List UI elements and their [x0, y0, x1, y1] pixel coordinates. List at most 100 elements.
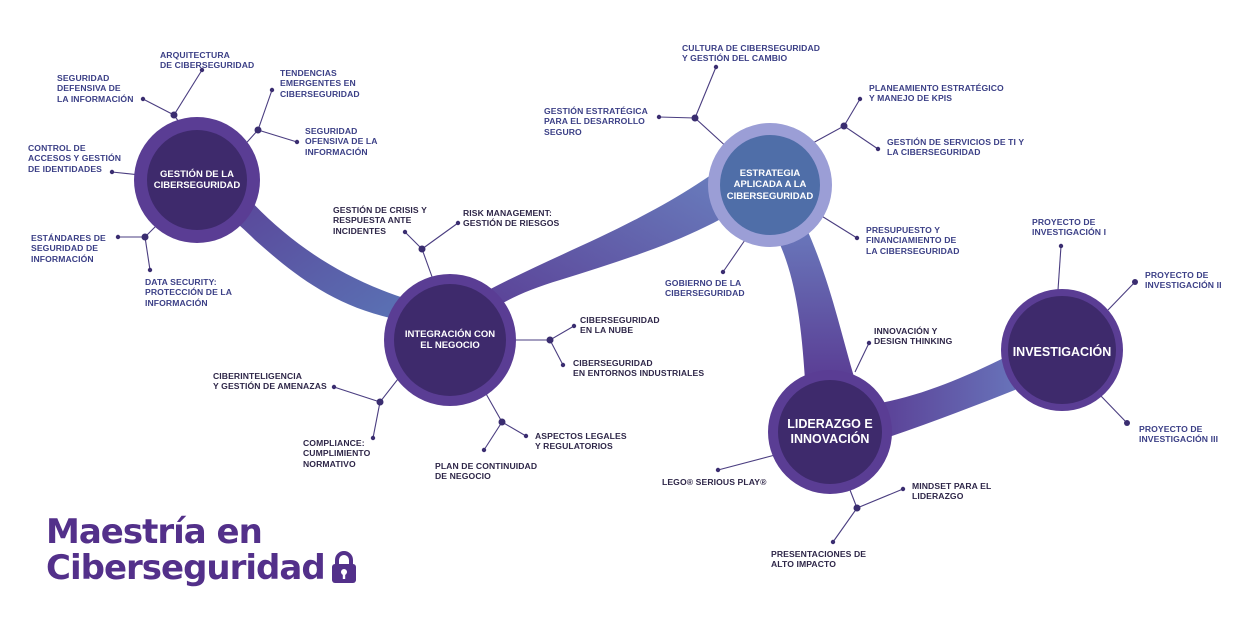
hub-investigacion-shape [1001, 289, 1123, 411]
link-presentaciones [832, 507, 858, 543]
topic-aspectos-legales: ASPECTOS LEGALES Y REGULATORIOS [535, 431, 627, 452]
link-nube-ind [508, 325, 575, 341]
brand-line-1: Maestría en [46, 512, 263, 552]
dot [857, 96, 863, 102]
dot [523, 433, 529, 439]
link-risk [421, 222, 459, 250]
link-compliance [372, 401, 381, 439]
dot [140, 96, 146, 102]
link-industriales [549, 339, 564, 366]
topic-seg-defensiva: SEGURIDAD DEFENSIVA DE LA INFORMACIÓN [57, 73, 134, 104]
link-gestion-estrategica [658, 116, 696, 119]
topic-estandares: ESTÁNDARES DE SEGURIDAD DE INFORMACIÓN [31, 233, 106, 264]
dot [853, 504, 861, 512]
dot [370, 435, 376, 441]
topic-compliance: COMPLIANCE: CUMPLIMIENTO NORMATIVO [303, 438, 371, 469]
link-cultura [694, 66, 731, 151]
dot [715, 467, 721, 473]
dot [1132, 279, 1138, 285]
dot [331, 384, 337, 390]
link-presupuesto [819, 214, 858, 239]
topic-mindset: MINDSET PARA EL LIDERAZGO [912, 481, 992, 502]
hub-liderazgo-title: LIDERAZGO E INNOVACIÓN [787, 417, 873, 446]
dot [199, 67, 205, 73]
link-seg-ofensiva [257, 129, 298, 143]
dot [866, 340, 872, 346]
dot [840, 122, 848, 130]
dot [830, 539, 836, 545]
topic-arquitectura: ARQUITECTURA DE CIBERSEGURIDAD [160, 50, 255, 71]
topic-tendencias: TENDENCIAS EMERGENTES EN CIBERSEGURIDAD [280, 68, 360, 99]
link-innovacion [854, 342, 870, 373]
link-proyecto1 [1057, 245, 1062, 291]
hub-liderazgo-shape [768, 370, 892, 494]
link-lego [717, 454, 776, 471]
link-proyecto2 [1107, 281, 1136, 311]
topic-ciber-industriales: CIBERSEGURIDAD EN ENTORNOS INDUSTRIALES [573, 358, 705, 379]
dot [691, 114, 699, 122]
topic-control-accesos: CONTROL DE ACCESOS Y GESTIÓN DE IDENTIDA… [28, 143, 122, 174]
dot [269, 87, 275, 93]
dot [546, 336, 554, 344]
dot [254, 126, 262, 134]
hub-investigacion-title: INVESTIGACIÓN [1012, 344, 1112, 359]
topic-proyecto-3: PROYECTO DE INVESTIGACIÓN III [1139, 424, 1219, 445]
link-servicios [843, 125, 879, 150]
dot [376, 398, 384, 406]
dot [109, 169, 115, 175]
topic-plan-continuidad: PLAN DE CONTINUIDAD DE NEGOCIO [435, 461, 538, 482]
link-proyecto3 [1099, 394, 1128, 424]
hub-integracion-shape [384, 274, 516, 406]
dot [571, 323, 577, 329]
dot [900, 486, 906, 492]
hub-connectors [205, 150, 1040, 440]
link-gobierno [722, 239, 746, 273]
dot [481, 447, 487, 453]
dot [854, 235, 860, 241]
dot [147, 267, 153, 273]
dot [656, 114, 662, 120]
dot [294, 139, 300, 145]
topic-servicios-ti: GESTIÓN DE SERVICIOS DE TI Y LA CIBERSEG… [887, 137, 1025, 158]
dot [141, 233, 149, 241]
dot [560, 362, 566, 368]
connector-integracion-estrategia [470, 150, 770, 320]
brand-logo: Maestría en Ciberseguridad [46, 514, 357, 586]
topic-risk-management: RISK MANAGEMENT: GESTIÓN DE RIESGOS [463, 208, 560, 229]
topic-proyecto-2: PROYECTO DE INVESTIGACIÓN II [1145, 270, 1222, 291]
topic-cultura: CULTURA DE CIBERSEGURIDAD Y GESTIÓN DEL … [682, 43, 821, 64]
link-plan [483, 421, 503, 451]
topic-innovacion: INNOVACIÓN Y DESIGN THINKING [874, 326, 953, 347]
dot [455, 220, 461, 226]
hub-gestion-title: GESTIÓN DE LA CIBERSEGURIDAD [153, 168, 241, 192]
hub-estrategia-shape [708, 123, 832, 247]
connector-liderazgo-investigacion [870, 345, 1040, 440]
link-legales [484, 391, 527, 437]
topic-ciberinteligencia: CIBERINTELIGENCIA Y GESTIÓN DE AMENAZAS [213, 371, 327, 392]
topic-planeamiento: PLANEAMIENTO ESTRATÉGICO Y MANEJO DE KPI… [869, 83, 1004, 104]
hub-integracion-title: INTEGRACIÓN CON EL NEGOCIO [404, 328, 496, 352]
connector-estrategia-liderazgo [760, 210, 855, 380]
brand-line-2-wrapper: Ciberseguridad [46, 550, 357, 586]
topic-data-security: DATA SECURITY: PROTECCIÓN DE LA INFORMAC… [145, 277, 233, 308]
dot [418, 245, 426, 253]
dot [720, 269, 726, 275]
topic-presupuesto: PRESUPUESTO Y FINANCIAMIENTO DE LA CIBER… [866, 225, 960, 256]
dot [170, 111, 178, 119]
lock-icon [331, 551, 356, 583]
topic-lego: LEGO® SERIOUS PLAY® [662, 477, 767, 487]
dot [115, 234, 121, 240]
dot [498, 418, 506, 426]
dot [875, 146, 881, 152]
topic-gobierno: GOBIERNO DE LA CIBERSEGURIDAD [665, 278, 745, 299]
link-seg-defensiva [142, 98, 175, 116]
dot [1058, 243, 1064, 249]
hub-gestion-shape [134, 117, 260, 243]
link-data-security [144, 236, 151, 271]
topic-gestion-estrategica: GESTIÓN ESTRATÉGICA PARA EL DESARROLLO S… [544, 106, 648, 137]
topic-dots [109, 64, 1138, 545]
topic-gestion-crisis: GESTIÓN DE CRISIS Y RESPUESTA ANTE INCID… [333, 205, 427, 236]
brand-line-2: Ciberseguridad [46, 548, 326, 588]
topic-seg-ofensiva: SEGURIDAD OFENSIVA DE LA INFORMACIÓN [305, 126, 378, 157]
